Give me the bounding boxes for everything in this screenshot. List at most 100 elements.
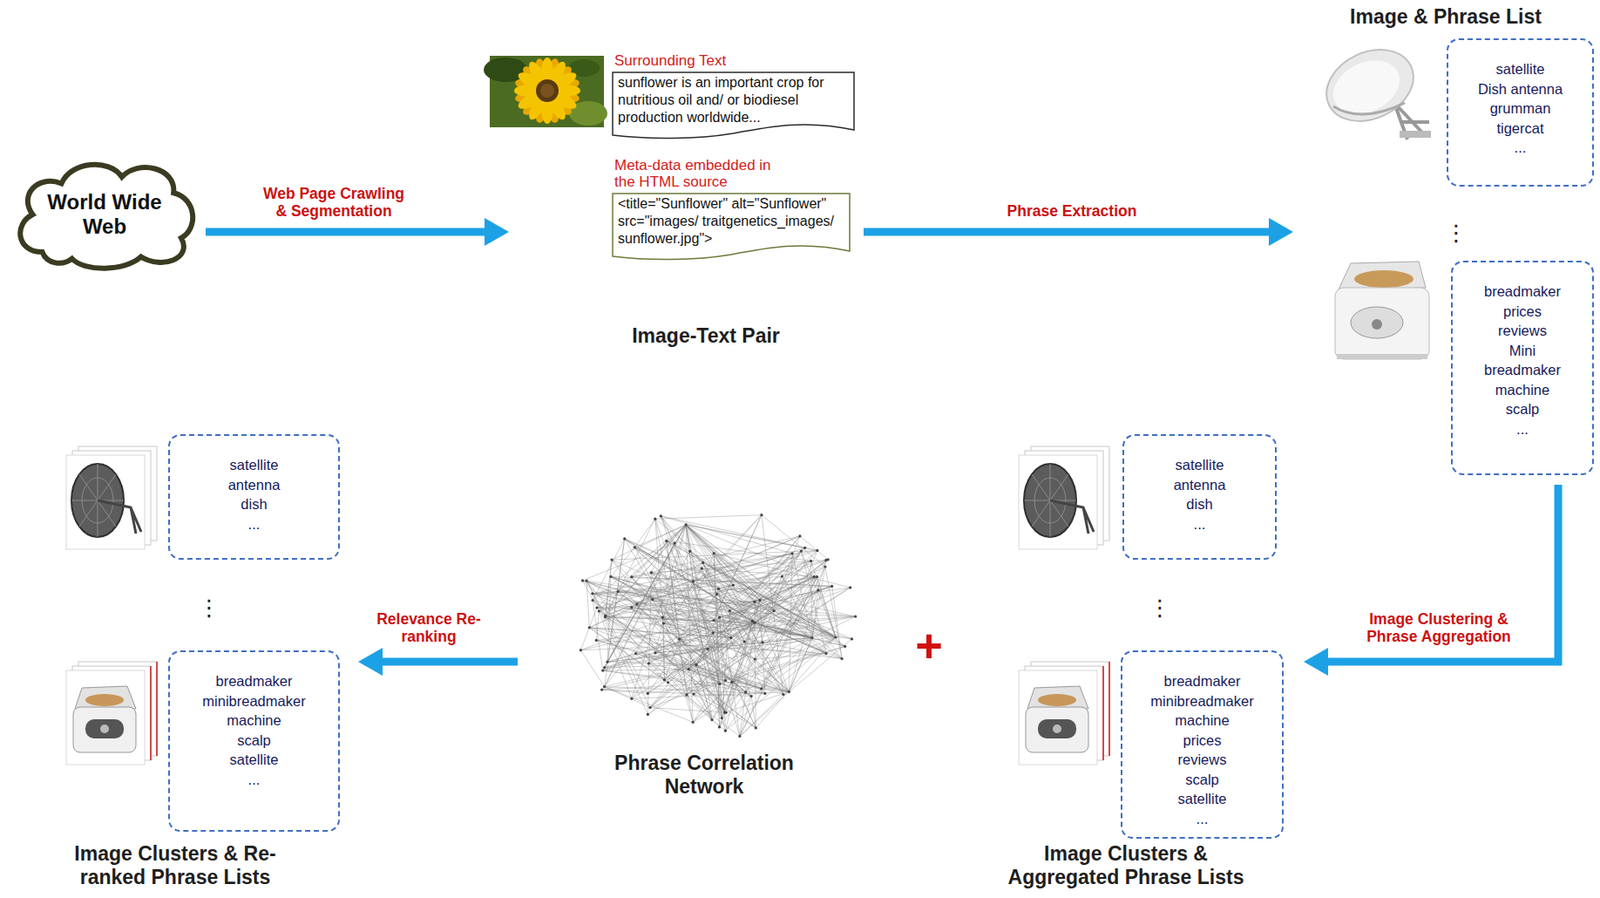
network-link: [685, 524, 774, 611]
arrow-head: [1303, 647, 1329, 676]
network-node: [673, 541, 677, 544]
phrase-item: antenna: [176, 474, 332, 495]
network-link: [602, 689, 753, 696]
network-node: [590, 591, 594, 595]
network-node: [591, 598, 595, 602]
network-node: [720, 716, 724, 719]
network-node: [840, 657, 844, 660]
network-node: [712, 551, 716, 555]
network-node: [688, 549, 692, 553]
phrase-item: prices: [1478, 301, 1567, 322]
breadmaker-photo: [1335, 287, 1430, 360]
network-link: [690, 550, 813, 638]
document-text: sunflower is an important crop for nutri…: [617, 74, 850, 127]
network-link: [696, 664, 712, 719]
phrase-item: satellite: [1129, 788, 1275, 809]
flow-arrow: [863, 217, 1294, 246]
network-link: [604, 524, 687, 687]
network-link: [811, 560, 813, 638]
network-node: [744, 691, 747, 694]
network-link: [634, 547, 755, 624]
document-box: Meta-data embedded in the HTML source<ti…: [611, 156, 851, 262]
breadmaker-photo: [1371, 318, 1383, 330]
network-link: [580, 650, 604, 687]
network-link: [812, 566, 826, 638]
network-node: [710, 718, 713, 721]
network-link: [650, 637, 836, 708]
phrase-list-box: satelliteantennadish...: [1122, 433, 1277, 560]
network-link: [696, 550, 801, 665]
network-node: [730, 680, 733, 684]
sunflower-photo: [535, 79, 559, 102]
phrase-list-box: satelliteantennadish...: [168, 433, 340, 560]
network-link: [603, 524, 686, 671]
network-link: [666, 540, 812, 561]
sunflower-photo: [514, 57, 581, 124]
satellite-dish-photo: [1315, 36, 1431, 140]
arrow-head: [484, 217, 509, 246]
network-node: [630, 697, 633, 700]
network-node: [666, 680, 670, 684]
cluster-image-stacks: [66, 446, 157, 550]
network-node: [712, 618, 716, 622]
network-link: [754, 601, 790, 692]
network-node: [761, 640, 765, 644]
network-link: [604, 686, 651, 708]
network-node: [633, 545, 637, 549]
breadmaker-photo: [1350, 306, 1404, 339]
network-link: [592, 593, 813, 638]
network-node: [843, 644, 847, 648]
network-link: [631, 691, 790, 699]
network-link: [631, 576, 697, 665]
network-link: [666, 540, 755, 623]
ellipsis-mark: ⋮: [191, 594, 227, 622]
network-link: [624, 538, 755, 623]
network-node: [781, 692, 785, 696]
phrase-item: antenna: [1131, 474, 1268, 495]
network-link: [713, 553, 755, 624]
network-link: [660, 515, 755, 623]
network-link: [732, 645, 846, 682]
phrase-item: scalp: [1129, 769, 1275, 790]
network-link: [685, 524, 760, 601]
network-node: [630, 605, 633, 609]
network-link: [596, 639, 789, 692]
phrase-list-box: satelliteDish antennagrummantigercat...: [1446, 38, 1594, 187]
network-link: [692, 585, 833, 722]
phrase-item: reviews: [1129, 749, 1275, 770]
network-node: [653, 650, 657, 654]
network-node: [830, 584, 834, 588]
network-node: [810, 636, 814, 639]
network-node: [848, 585, 852, 589]
satellite-dish-photo: [1399, 130, 1431, 138]
network-link: [685, 524, 806, 548]
flow-arrow: [358, 647, 518, 676]
document-border: [612, 193, 850, 260]
network-node: [603, 684, 606, 688]
satellite-dish-photo: [1333, 102, 1405, 115]
network-node: [603, 665, 606, 669]
network-node: [694, 663, 698, 666]
network-node: [630, 575, 633, 578]
network-link: [660, 515, 818, 551]
network-node: [646, 712, 650, 716]
arrow-shaft: [380, 657, 518, 666]
network-link: [755, 637, 836, 728]
network-node: [691, 579, 695, 583]
network-node: [610, 558, 613, 562]
phrase-item: scalp: [1478, 399, 1567, 420]
network-link: [685, 524, 789, 692]
network-link: [725, 691, 790, 713]
phrase-item: satellite: [176, 749, 332, 770]
phrase-item: ...: [1131, 514, 1268, 535]
network-node: [854, 615, 857, 618]
network-link: [650, 572, 836, 638]
phrase-item: reviews: [1478, 320, 1567, 341]
group-caption: Image-Text Pair: [575, 324, 837, 348]
phrase-item: ...: [1129, 808, 1275, 829]
network-node: [780, 575, 784, 578]
network-link: [605, 616, 698, 665]
network-node: [616, 589, 620, 593]
network-node: [715, 592, 719, 596]
network-link: [725, 696, 752, 732]
